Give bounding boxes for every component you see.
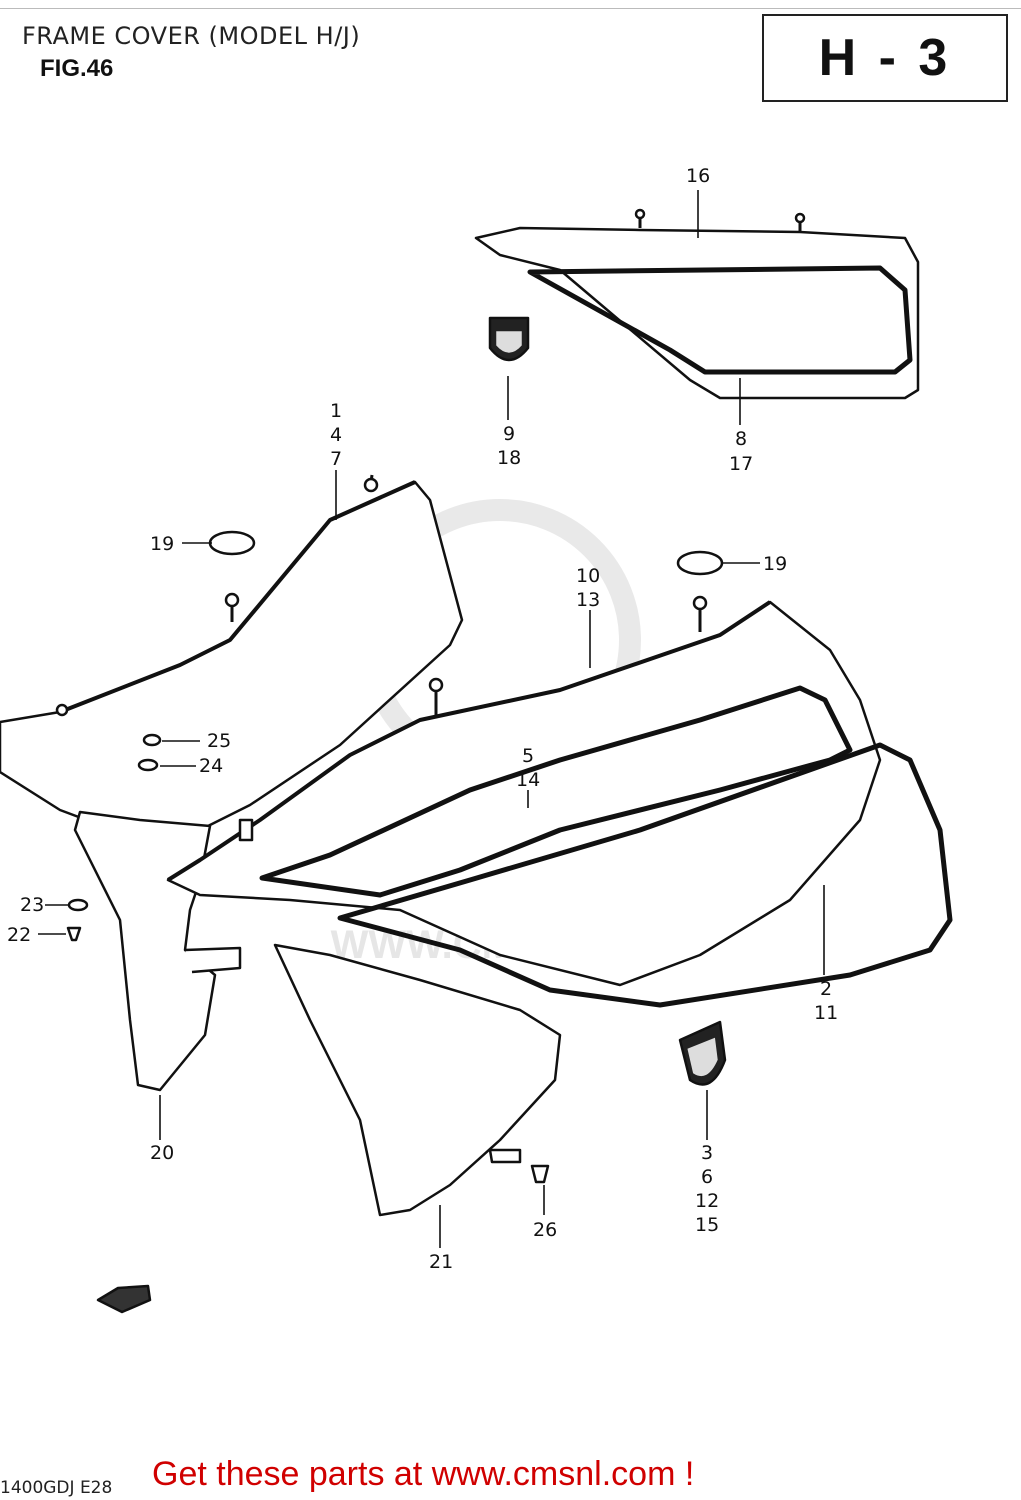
page-title: FRAME COVER (MODEL H/J) (22, 22, 361, 50)
callout-3-line2: 6 (701, 1166, 713, 1188)
screw-22 (66, 926, 82, 942)
callout-19a-line1: 19 (150, 533, 174, 555)
callout-8-line2: 17 (729, 453, 753, 475)
figure-number: FIG.46 (40, 55, 114, 82)
emblem-upper (488, 316, 530, 362)
callout-2-line2: 11 (814, 1002, 838, 1024)
grommet-right (676, 550, 724, 576)
callout-9-line2: 18 (497, 447, 521, 469)
cta-link[interactable]: Get these parts at www.cmsnl.com ! (152, 1455, 695, 1493)
callout-23-line1: 23 (20, 894, 44, 916)
callout-20-line1: 20 (150, 1142, 174, 1164)
callout-10-line2: 13 (576, 589, 600, 611)
callout-16-line1: 16 (686, 165, 710, 187)
callout-1-line3: 7 (330, 448, 342, 470)
callout-5-line2: 14 (516, 769, 540, 791)
washer-24 (137, 758, 159, 772)
top-rule (0, 8, 1021, 9)
frame-cover-left (0, 474, 464, 842)
callout-3-line3: 12 (695, 1190, 719, 1212)
callout-labels: 16 9 18 8 17 1 4 7 19 19 10 13 25 24 5 1… (7, 165, 838, 1273)
section-code: H - 3 (818, 29, 952, 87)
callout-22-line1: 22 (7, 924, 31, 946)
callout-24-line1: 24 (199, 755, 223, 777)
side-cover-trim (337, 742, 953, 1008)
callout-25-line1: 25 (207, 730, 231, 752)
rear-side-cover-upper (474, 208, 920, 400)
callout-26-line1: 26 (533, 1219, 557, 1241)
leader-lines (38, 190, 825, 1248)
screw-26 (530, 1164, 550, 1184)
callout-8-line1: 8 (735, 428, 747, 450)
callout-3-line1: 3 (701, 1142, 713, 1164)
callout-2-line1: 2 (820, 978, 832, 1000)
model-code: 1400GDJ E28 (0, 1478, 113, 1498)
lower-side-cover (273, 943, 562, 1217)
callout-1-line1: 1 (330, 400, 342, 422)
callout-1-line2: 4 (330, 424, 342, 446)
callout-19b-line1: 19 (763, 553, 787, 575)
frame-cover-right (166, 595, 882, 987)
grommet-left (208, 530, 256, 556)
fwd-arrow-icon (96, 1284, 152, 1314)
callout-9-line1: 9 (503, 423, 515, 445)
callout-10-line1: 10 (576, 565, 600, 587)
washer-23 (67, 898, 89, 912)
emblem-lower (678, 1020, 727, 1086)
callout-5-line1: 5 (522, 745, 534, 767)
callout-3-line4: 15 (695, 1214, 719, 1236)
callout-21-line1: 21 (429, 1251, 453, 1273)
section-code-box: H - 3 (762, 14, 1008, 102)
nut-25 (142, 733, 162, 747)
